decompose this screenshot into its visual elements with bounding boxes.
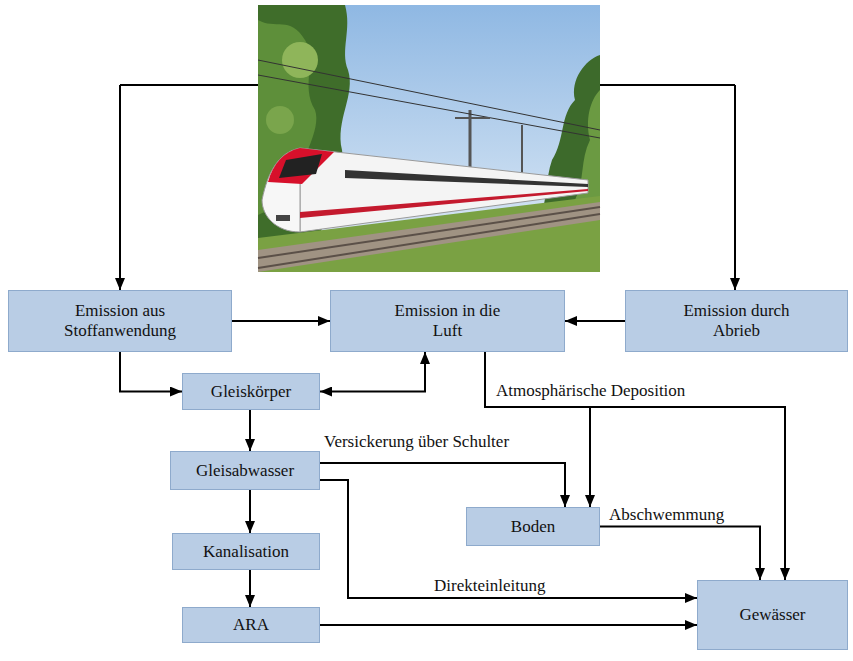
connector-arrow <box>249 570 251 607</box>
connector-arrow <box>320 352 425 392</box>
connector-arrow <box>485 352 590 507</box>
connector-arrow <box>249 490 251 533</box>
box-text: Gewässer <box>739 605 805 625</box>
box-text: Gleiskörper <box>211 382 291 402</box>
process-box: Kanalisation <box>172 533 320 570</box>
box-text: ARA <box>233 615 269 635</box>
connector-arrow <box>320 624 697 626</box>
connector-arrow <box>249 410 251 451</box>
connector-arrow <box>320 463 565 507</box>
edge-label: Atmosphärische Deposition <box>494 381 687 401</box>
process-box: Emission in die Luft <box>330 290 565 352</box>
connector-arrow <box>120 352 182 392</box>
process-box: Emission aus Stoffanwendung <box>8 290 232 352</box>
process-box: Emission durch Abrieb <box>625 290 848 352</box>
process-box: ARA <box>182 607 320 643</box>
connector-arrow <box>232 320 330 322</box>
box-text: Boden <box>511 517 555 537</box>
box-text: Gleisabwasser <box>196 461 294 481</box>
box-text: Kanalisation <box>203 542 289 562</box>
connector-arrow <box>320 480 697 598</box>
edge-label: Direkteinleitung <box>432 576 547 596</box>
process-box: Gleisabwasser <box>170 451 320 490</box>
process-box: Gleiskörper <box>182 373 320 410</box>
process-box: Boden <box>466 507 600 546</box>
box-text: Emission durch Abrieb <box>677 301 797 341</box>
connector-arrow <box>600 527 760 581</box>
edge-label: Versickerung über Schulter <box>322 432 511 452</box>
box-text: Emission in die Luft <box>388 301 508 341</box>
connector-arrow <box>565 320 625 322</box>
process-box: Gewässer <box>697 580 848 650</box>
box-text: Emission aus Stoffanwendung <box>58 301 183 341</box>
edge-label: Abschwemmung <box>607 505 726 525</box>
